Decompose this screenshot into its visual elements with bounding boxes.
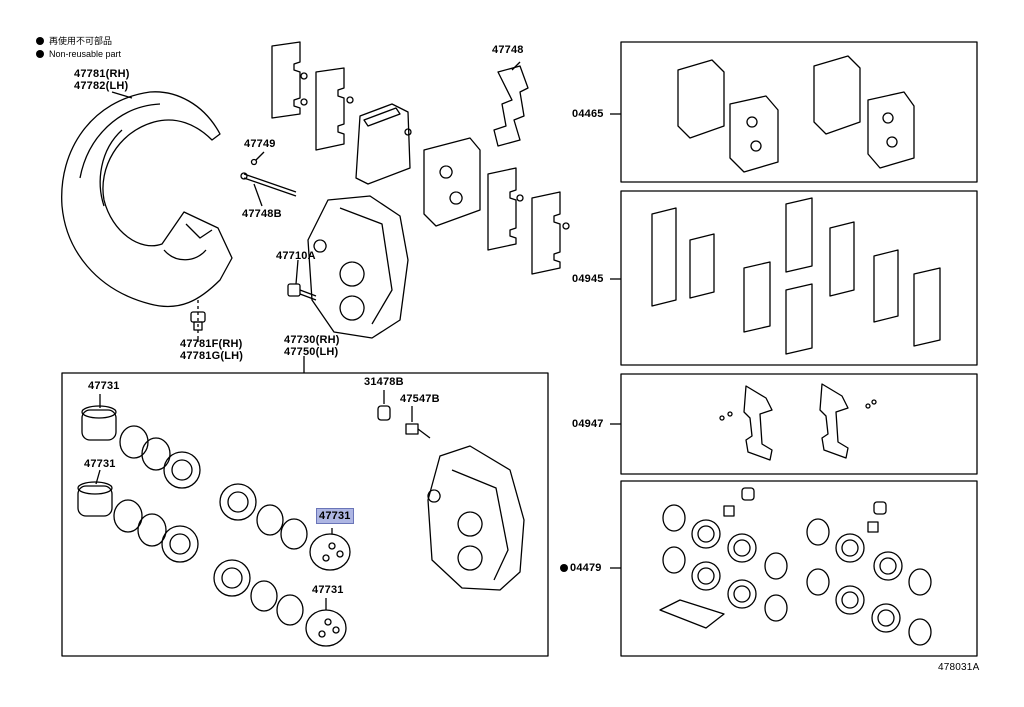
- label-47781g[interactable]: 47781G(LH): [180, 350, 244, 362]
- piston-set-d[interactable]: [213, 559, 347, 647]
- caliper-body[interactable]: [427, 445, 525, 591]
- label-04479-text: 04479: [570, 562, 602, 574]
- caliper-parts-box: [61, 372, 549, 657]
- legend-nonreusable-jp: 再使用不可部品: [36, 36, 112, 47]
- dust-shield[interactable]: [61, 91, 233, 308]
- diagram-id: 478031A: [938, 662, 980, 673]
- label-47731-highlighted[interactable]: 47731: [316, 508, 354, 524]
- piston-set-a[interactable]: [81, 405, 201, 489]
- label-47782lh[interactable]: 47782(LH): [74, 80, 129, 92]
- label-04479[interactable]: 04479: [560, 562, 602, 574]
- label-47710a[interactable]: 47710A: [276, 250, 316, 262]
- label-47781f[interactable]: 47781F(RH): [180, 338, 243, 350]
- kit-box-04479: [620, 480, 978, 657]
- label-04465[interactable]: 04465: [572, 108, 604, 120]
- shield-bolt[interactable]: [190, 300, 206, 336]
- label-47748b[interactable]: 47748B: [242, 208, 282, 220]
- brake-pad-outer[interactable]: [355, 103, 412, 185]
- label-47748[interactable]: 47748: [492, 44, 524, 56]
- clip-kit-04947[interactable]: [719, 383, 877, 461]
- label-47781rh[interactable]: 47781(RH): [74, 68, 130, 80]
- label-04947[interactable]: 04947: [572, 418, 604, 430]
- piston-set-b[interactable]: [77, 481, 199, 563]
- pad-kit-04465[interactable]: [677, 55, 915, 173]
- label-31478b[interactable]: 31478B: [364, 376, 404, 388]
- label-47730rh[interactable]: 47730(RH): [284, 334, 340, 346]
- legend-nonreusable-en: Non-reusable part: [36, 49, 121, 60]
- kit-box-04465: [620, 41, 978, 183]
- legend-text-en: Non-reusable part: [49, 49, 122, 59]
- caliper-bolt[interactable]: [287, 283, 317, 301]
- label-47749[interactable]: 47749: [244, 138, 276, 150]
- shim-lower[interactable]: [487, 167, 570, 275]
- bleeder-cap[interactable]: [377, 405, 391, 421]
- piston-set-c[interactable]: [219, 483, 351, 571]
- caliper-assembly-top[interactable]: [307, 195, 409, 339]
- label-47731-d[interactable]: 47731: [312, 584, 344, 596]
- seal-kit-04479[interactable]: [659, 487, 932, 646]
- pad-pin[interactable]: [240, 158, 297, 197]
- nonreusable-dot-icon: [36, 50, 44, 58]
- kit-box-04945: [620, 190, 978, 366]
- label-47750lh[interactable]: 47750(LH): [284, 346, 339, 358]
- label-47731-a[interactable]: 47731: [88, 380, 120, 392]
- bleeder-plug[interactable]: [405, 423, 431, 439]
- label-04945[interactable]: 04945: [572, 273, 604, 285]
- shim-top[interactable]: [271, 41, 354, 151]
- pad-clip[interactable]: [493, 65, 529, 147]
- nonreusable-dot-icon: [560, 564, 568, 572]
- nonreusable-dot-icon: [36, 37, 44, 45]
- brake-pad-inner[interactable]: [423, 137, 481, 227]
- shim-kit-04945[interactable]: [651, 197, 941, 355]
- kit-box-04947: [620, 373, 978, 475]
- label-47547b[interactable]: 47547B: [400, 393, 440, 405]
- label-47731-b[interactable]: 47731: [84, 458, 116, 470]
- legend-text-jp: 再使用不可部品: [49, 36, 113, 46]
